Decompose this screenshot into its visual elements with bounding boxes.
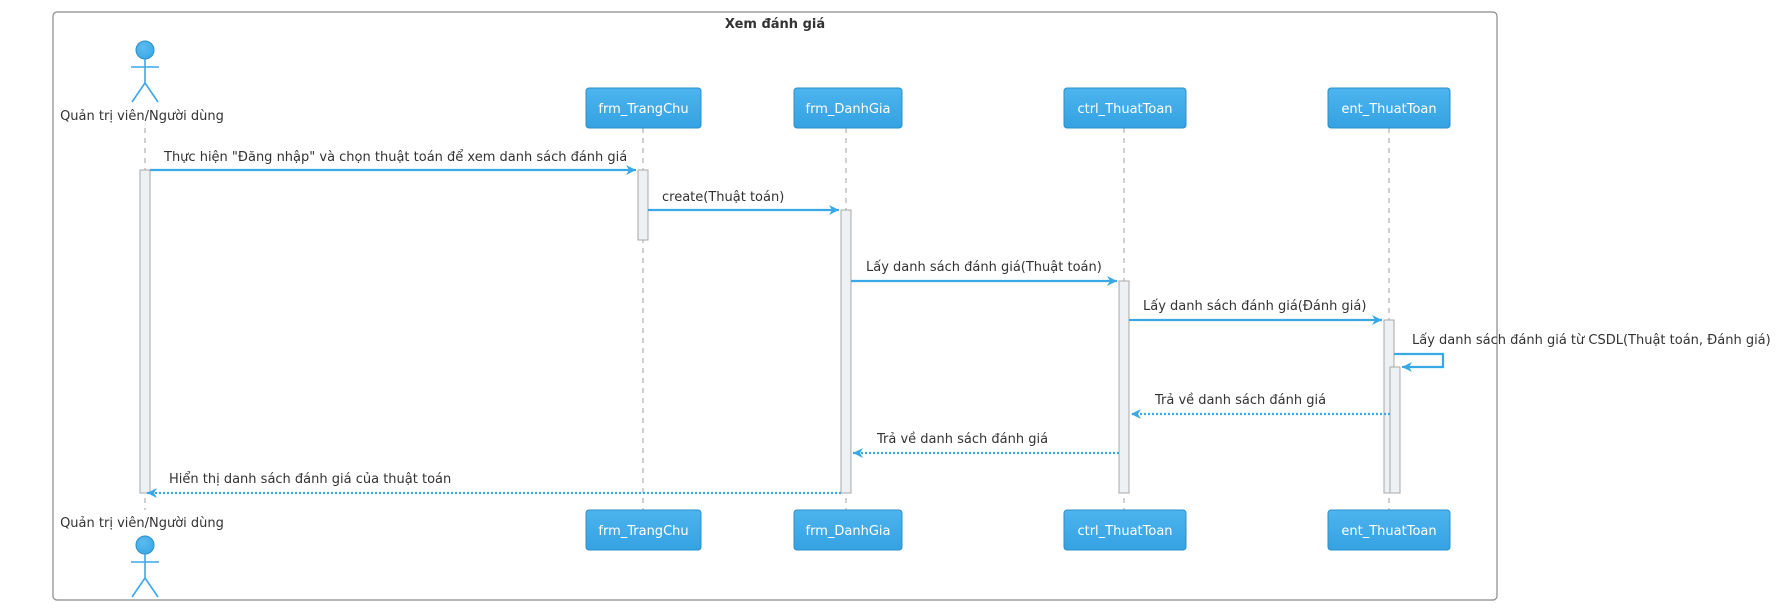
participant-box [793, 87, 903, 129]
self-message-arrow [1394, 352, 1445, 372]
participant-box [1063, 87, 1187, 129]
message-label: Trả về danh sách đánh giá [876, 432, 1048, 447]
frame-border [52, 11, 1498, 601]
actor-label-top: Quản trị viên/Người dùng [60, 109, 224, 124]
activation-ent-thuattoan-nested [1389, 366, 1401, 494]
participant-frm-trangchu-bottom: frm_TrangChu [585, 509, 702, 551]
participant-label: ent_ThuatToan [1341, 524, 1436, 539]
participant-box [585, 509, 702, 551]
participant-box [1327, 509, 1451, 551]
message-label: Lấy danh sách đánh giá(Thuật toán) [866, 260, 1102, 275]
actor-body-icon [131, 554, 159, 598]
participant-label: frm_DanhGia [806, 102, 891, 117]
actor-label-bottom: Quản trị viên/Người dùng [60, 516, 224, 531]
participant-box [1327, 87, 1451, 129]
actor-head-icon [135, 535, 155, 555]
participants-bottom: frm_TrangChu frm_DanhGia ctrl_ThuatToan … [585, 509, 1451, 551]
participant-frm-danhgia-bottom: frm_DanhGia [793, 509, 903, 551]
participant-ent-thuattoan-bottom: ent_ThuatToan [1327, 509, 1451, 551]
participant-box [793, 509, 903, 551]
actor-head-icon [135, 40, 155, 60]
message-label: Lấy danh sách đánh giá từ CSDL(Thuật toá… [1412, 333, 1771, 348]
participant-label: frm_TrangChu [598, 524, 688, 539]
message-label: Trả về danh sách đánh giá [1154, 393, 1326, 408]
activation-frm-danhgia [840, 209, 852, 494]
participant-label: ent_ThuatToan [1341, 102, 1436, 117]
messages: Thực hiện "Đăng nhập" và chọn thuật toán… [147, 150, 1771, 498]
message-label: create(Thuật toán) [662, 190, 784, 205]
frame-title: Xem đánh giá [725, 17, 825, 32]
participant-ent-thuattoan-top: ent_ThuatToan [1327, 87, 1451, 129]
participant-ctrl-thuattoan-top: ctrl_ThuatToan [1063, 87, 1187, 129]
participant-label: frm_DanhGia [806, 524, 891, 539]
activation-frm-trangchu [637, 169, 649, 241]
activations [139, 169, 1401, 494]
activation-ctrl-thuattoan [1118, 280, 1130, 494]
participant-label: frm_TrangChu [598, 102, 688, 117]
participant-label: ctrl_ThuatToan [1077, 524, 1172, 539]
participants-top: frm_TrangChu frm_DanhGia ctrl_ThuatToan … [585, 87, 1451, 129]
participant-box [585, 87, 702, 129]
participant-frm-trangchu-top: frm_TrangChu [585, 87, 702, 129]
actor-body-icon [131, 59, 159, 103]
participant-frm-danhgia-top: frm_DanhGia [793, 87, 903, 129]
participant-ctrl-thuattoan-bottom: ctrl_ThuatToan [1063, 509, 1187, 551]
activation-actor [139, 169, 151, 494]
message-label: Thực hiện "Đăng nhập" và chọn thuật toán… [163, 150, 627, 165]
actor-top: Quản trị viên/Người dùng [60, 40, 224, 124]
message-label: Hiển thị danh sách đánh giá của thuật to… [169, 472, 451, 487]
participant-label: ctrl_ThuatToan [1077, 102, 1172, 117]
actor-bottom: Quản trị viên/Người dùng [60, 516, 224, 598]
message-label: Lấy danh sách đánh giá(Đánh giá) [1143, 299, 1366, 314]
participant-box [1063, 509, 1187, 551]
